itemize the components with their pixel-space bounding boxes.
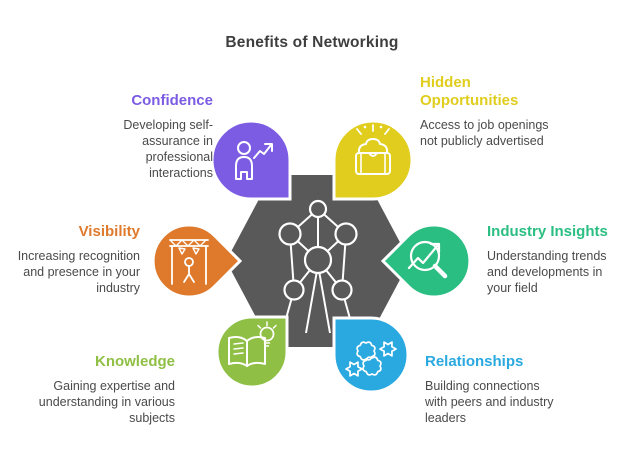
node-relationships-title: Relationships xyxy=(425,353,524,370)
node-visibility-description: Increasing recognition and presence in y… xyxy=(17,249,140,295)
node-visibility-title: Visibility xyxy=(78,223,140,240)
node-industry-insights: Industry Insights Understanding trends a… xyxy=(487,223,624,296)
node-industry-insights-title: Industry Insights xyxy=(487,223,608,240)
node-knowledge: Knowledge Gaining expertise and understa… xyxy=(20,353,175,426)
page-title: Benefits of Networking xyxy=(225,34,399,51)
node-hidden-opportunities: Hidden Opportunities Access to job openi… xyxy=(420,74,600,149)
node-confidence-title: Confidence xyxy=(131,92,213,109)
person-growth-arrow-icon xyxy=(235,141,273,180)
petal-industry-insights xyxy=(380,223,472,299)
node-knowledge-description: Gaining expertise and understanding in v… xyxy=(38,379,175,425)
petal-visibility xyxy=(151,223,243,299)
node-relationships-description: Building connections with peers and indu… xyxy=(425,379,554,425)
node-hidden-opportunities-title: Hidden Opportunities xyxy=(420,74,519,109)
node-hidden-opportunities-description: Access to job openings not publicly adve… xyxy=(420,118,549,148)
treasure-chest-icon xyxy=(355,124,391,175)
petal-knowledge xyxy=(215,315,289,389)
node-knowledge-title: Knowledge xyxy=(94,353,175,370)
node-industry-insights-description: Understanding trends and developments in… xyxy=(487,249,607,295)
sketch-hands-icon xyxy=(345,341,397,377)
magnifier-trend-icon xyxy=(407,240,448,279)
node-visibility: Visibility Increasing recognition and pr… xyxy=(0,223,140,296)
open-book-bulb-icon xyxy=(228,321,277,367)
node-relationships: Relationships Building connections with … xyxy=(425,353,605,426)
petal-hidden-opportunities xyxy=(332,119,414,201)
node-confidence-description: Developing self- assurance in profession… xyxy=(123,118,213,180)
stage-presenter-icon xyxy=(169,239,209,285)
node-confidence: Confidence Developing self- assurance in… xyxy=(63,92,213,181)
network-structure-icon xyxy=(278,199,358,334)
petal-relationships xyxy=(332,316,410,394)
